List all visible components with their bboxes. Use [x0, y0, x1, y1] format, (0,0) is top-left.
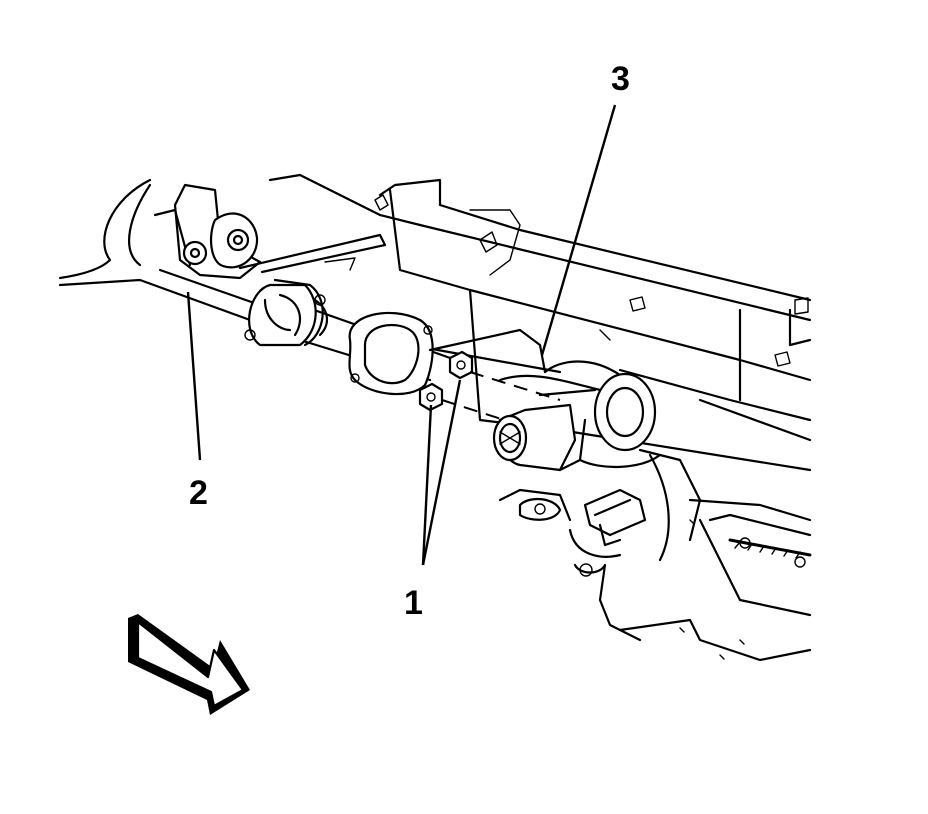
leader-2: [186, 291, 202, 461]
gasket: [348, 311, 434, 396]
lower-chassis: [618, 498, 812, 662]
callout-3: 3: [611, 60, 630, 98]
callout-1: 1: [404, 584, 423, 622]
leader-1a: [421, 404, 433, 566]
callout-2: 2: [189, 474, 208, 512]
leader-3: [540, 104, 617, 356]
frame-rail: [268, 173, 812, 472]
direction-arrow-icon: [128, 614, 250, 715]
intermediate-pipe: [428, 328, 622, 392]
muffler: [538, 372, 702, 562]
leader-1b: [421, 379, 462, 566]
pipe-end: [492, 403, 587, 472]
hanger-bracket: [153, 183, 387, 280]
pipe-flange: [244, 278, 328, 347]
lower-bracket: [498, 488, 647, 642]
leader-lines: [186, 104, 617, 566]
